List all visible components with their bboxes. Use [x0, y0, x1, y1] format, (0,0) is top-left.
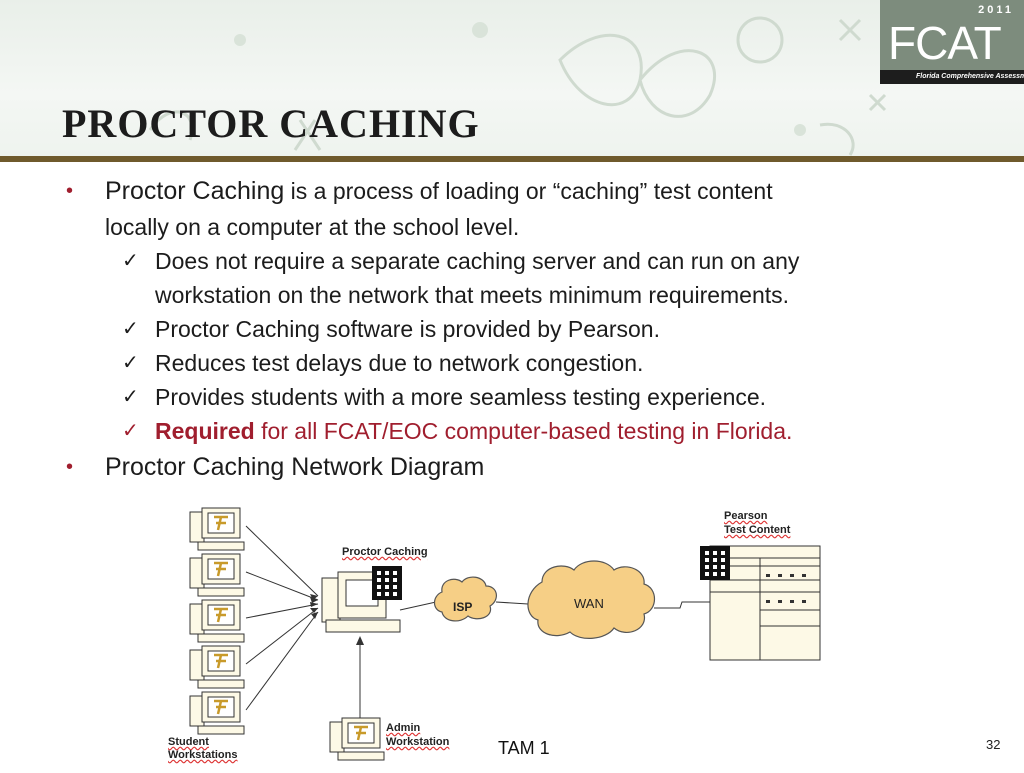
- wan-label: WAN: [574, 596, 604, 611]
- sub-bullet-line: Proctor Caching software is provided by …: [155, 316, 660, 342]
- proctor-caching-label: Proctor Caching: [342, 546, 428, 558]
- check-icon: ✓: [122, 318, 139, 340]
- pearson-label-line1: Pearson: [724, 510, 768, 522]
- page-title: PROCTOR CACHING: [62, 101, 480, 146]
- bullet-lead: Proctor Caching: [105, 177, 285, 205]
- required-text: for all FCAT/EOC computer-based testing …: [261, 418, 793, 444]
- check-icon: ✓: [122, 250, 139, 272]
- pearson-label-line2: Test Content: [724, 524, 791, 536]
- header-decoration: [148, 16, 887, 156]
- header-rule: [0, 156, 1024, 162]
- fcat-logo: 2011 FCAT Florida Comprehensive Assessme…: [880, 0, 1024, 84]
- pearson-test-content-server: [700, 545, 821, 661]
- proctor-caching-computer: [321, 566, 402, 633]
- isp-label: ISP: [453, 600, 473, 614]
- bullet-dot: •: [66, 180, 74, 202]
- required-label: Required: [155, 418, 255, 444]
- sub-bullet-line: Does not require a separate caching serv…: [155, 248, 800, 274]
- admin-label-line1: Admin: [386, 722, 421, 734]
- isp-cloud: [433, 576, 497, 622]
- student-label-line1: Student: [168, 736, 209, 748]
- network-diagram-graphic: [188, 506, 821, 762]
- sub-bullet-line: Required for all FCAT/EOC computer-based…: [155, 414, 792, 448]
- wan-cloud: [527, 560, 656, 639]
- check-icon: ✓: [122, 420, 139, 442]
- header-banner: PROCTOR CACHING 2011 FCAT Florida Compre…: [0, 0, 1024, 158]
- admin-label-line2: Workstation: [386, 736, 450, 748]
- check-icon: ✓: [122, 386, 139, 408]
- sub-bullet-line: Provides students with a more seamless t…: [155, 384, 767, 410]
- bullet-line: Proctor Caching is a process of loading …: [105, 174, 773, 208]
- bullet-line: locally on a computer at the school leve…: [105, 214, 520, 240]
- footer-center-text: TAM 1: [498, 738, 550, 758]
- network-diagram: Proctor Caching ISP WAN Pearson Test Con…: [150, 496, 850, 768]
- student-workstation-icons: [188, 506, 246, 736]
- bullet-line: Proctor Caching Network Diagram: [105, 453, 485, 481]
- logo-tagline: Florida Comprehensive Assessment Test: [916, 73, 1024, 80]
- page-number: 32: [986, 737, 1001, 752]
- bullet-rest: is a process of loading or “caching” tes…: [284, 178, 773, 204]
- student-label-line2: Workstations: [168, 749, 238, 761]
- logo-band: Florida Comprehensive Assessment Test: [880, 70, 1024, 84]
- sub-bullet-line: workstation on the network that meets mi…: [155, 282, 790, 308]
- bullet-dot: •: [66, 456, 74, 478]
- sub-bullet-line: Reduces test delays due to network conge…: [155, 350, 644, 376]
- check-icon: ✓: [122, 352, 139, 374]
- logo-year: 2011: [978, 4, 1014, 16]
- logo-mark: FCAT: [888, 17, 1002, 69]
